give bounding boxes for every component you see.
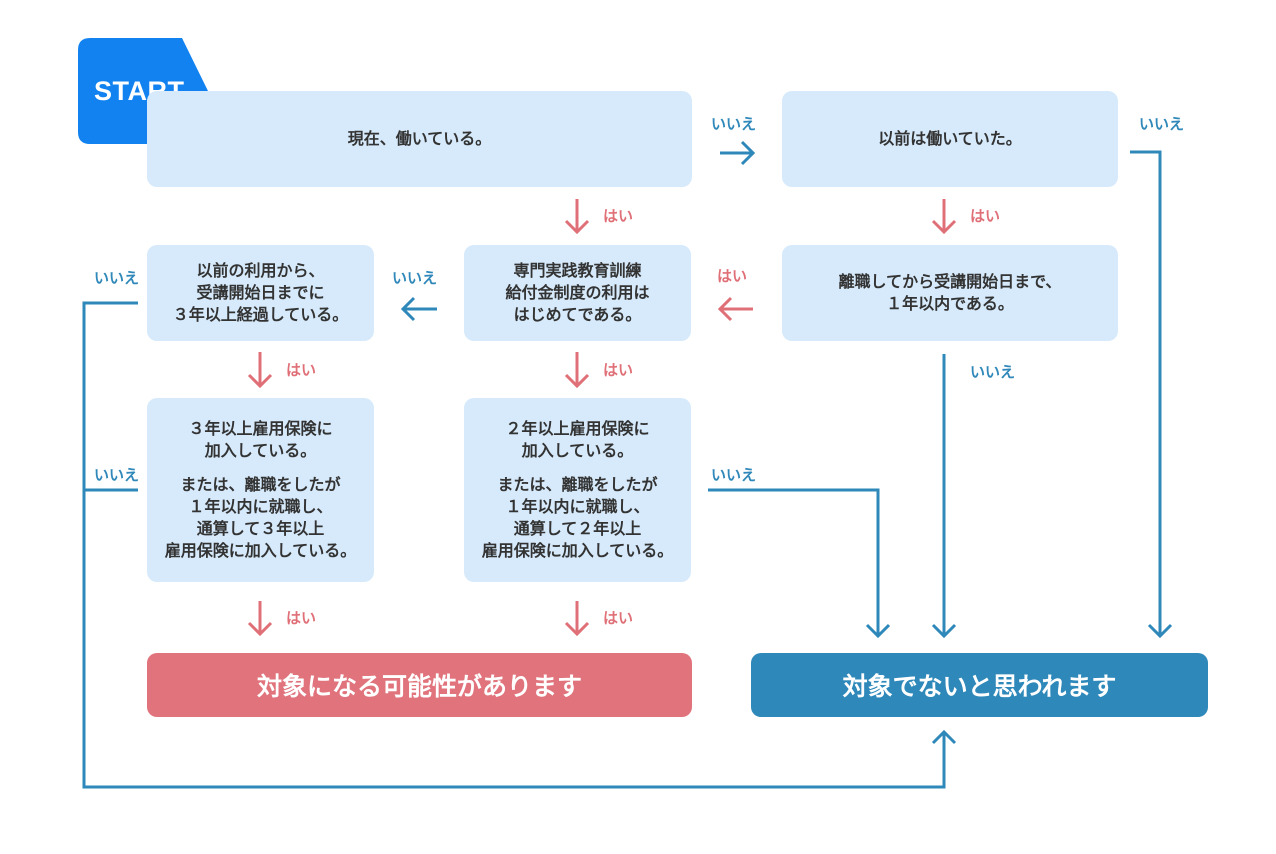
arrowhead-q4-q5	[400, 296, 416, 322]
question-line: または、離職をしたが	[180, 475, 341, 494]
arrowhead-q1-q4	[564, 219, 590, 235]
line-q2-no	[1130, 150, 1162, 636]
no-label: いいえ	[711, 466, 757, 484]
no-label: いいえ	[392, 269, 438, 287]
result-eligible: 対象になる可能性があります	[147, 653, 692, 717]
question-line: 雇用保険に加入している。	[481, 541, 674, 560]
question-two-years-insurance: ２年以上雇用保険に 加入している。 または、離職をしたが １年以内に就職し、 通…	[464, 398, 691, 582]
question-line: 通算して３年以上	[196, 519, 325, 538]
question-line: ３年以上雇用保険に	[188, 419, 333, 438]
question-line: または、離職をしたが	[497, 475, 658, 494]
question-line: ３年以上経過している。	[172, 305, 349, 324]
arrowhead-q7-result	[564, 621, 590, 637]
yes-label: はい	[603, 609, 634, 627]
no-label: いいえ	[94, 466, 140, 484]
question-line: 離職してから受講開始日まで、	[838, 272, 1062, 291]
question-line: 現在、働いている。	[347, 129, 492, 148]
arrowhead-q1-q2	[740, 140, 756, 166]
question-line: ２年以上雇用保険に	[505, 419, 650, 438]
yes-label: はい	[970, 207, 1001, 225]
question-line: １年以内に就職し、	[505, 497, 650, 516]
arrowhead-q6-result	[247, 621, 273, 637]
yes-label: はい	[603, 207, 634, 225]
question-line: はじめてである。	[513, 305, 642, 324]
question-line: 専門実践教育訓練	[513, 261, 642, 280]
arrowhead-q7-no	[865, 623, 891, 639]
question-previously-worked: 以前は働いていた。	[782, 91, 1118, 187]
question-line: 通算して２年以上	[513, 519, 642, 538]
result-not-eligible: 対象でないと思われます	[751, 653, 1208, 717]
question-three-years-insurance: ３年以上雇用保険に 加入している。 または、離職をしたが １年以内に就職し、 通…	[147, 398, 374, 582]
arrowhead-q2-q3	[931, 219, 957, 235]
yes-label: はい	[286, 609, 317, 627]
yes-label: はい	[717, 267, 748, 285]
no-label: いいえ	[970, 363, 1016, 381]
arrowhead-left-no	[931, 729, 957, 745]
arrowhead-q4-q7	[564, 373, 590, 389]
arrowhead-q2-no	[1147, 623, 1173, 639]
question-three-years-since-last: 以前の利用から、 受講開始日までに ３年以上経過している。	[147, 245, 374, 341]
question-line: １年以内に就職し、	[188, 497, 333, 516]
question-within-one-year: 離職してから受講開始日まで、 １年以内である。	[782, 245, 1118, 341]
no-label: いいえ	[711, 115, 757, 133]
no-label: いいえ	[94, 269, 140, 287]
arrowhead-q3-no	[931, 623, 957, 639]
line-q7-no	[708, 488, 880, 636]
question-line: 加入している。	[204, 441, 317, 460]
arrowhead-q5-q6	[247, 373, 273, 389]
question-line: 雇用保険に加入している。	[164, 541, 357, 560]
question-first-time-use: 専門実践教育訓練 給付金制度の利用は はじめてである。	[464, 245, 691, 341]
no-label: いいえ	[1139, 115, 1185, 133]
question-line: 以前の利用から、	[196, 261, 325, 280]
arrowhead-q3-q4	[717, 296, 733, 322]
question-line: 受講開始日までに	[196, 283, 325, 302]
question-line: 給付金制度の利用は	[505, 283, 650, 302]
question-line: １年以内である。	[886, 294, 1014, 313]
yes-label: はい	[286, 361, 317, 379]
line-left-no	[82, 301, 946, 789]
yes-label: はい	[603, 361, 634, 379]
question-line: 加入している。	[521, 441, 634, 460]
question-currently-working: 現在、働いている。	[147, 91, 692, 187]
question-line: 以前は働いていた。	[878, 129, 1022, 148]
